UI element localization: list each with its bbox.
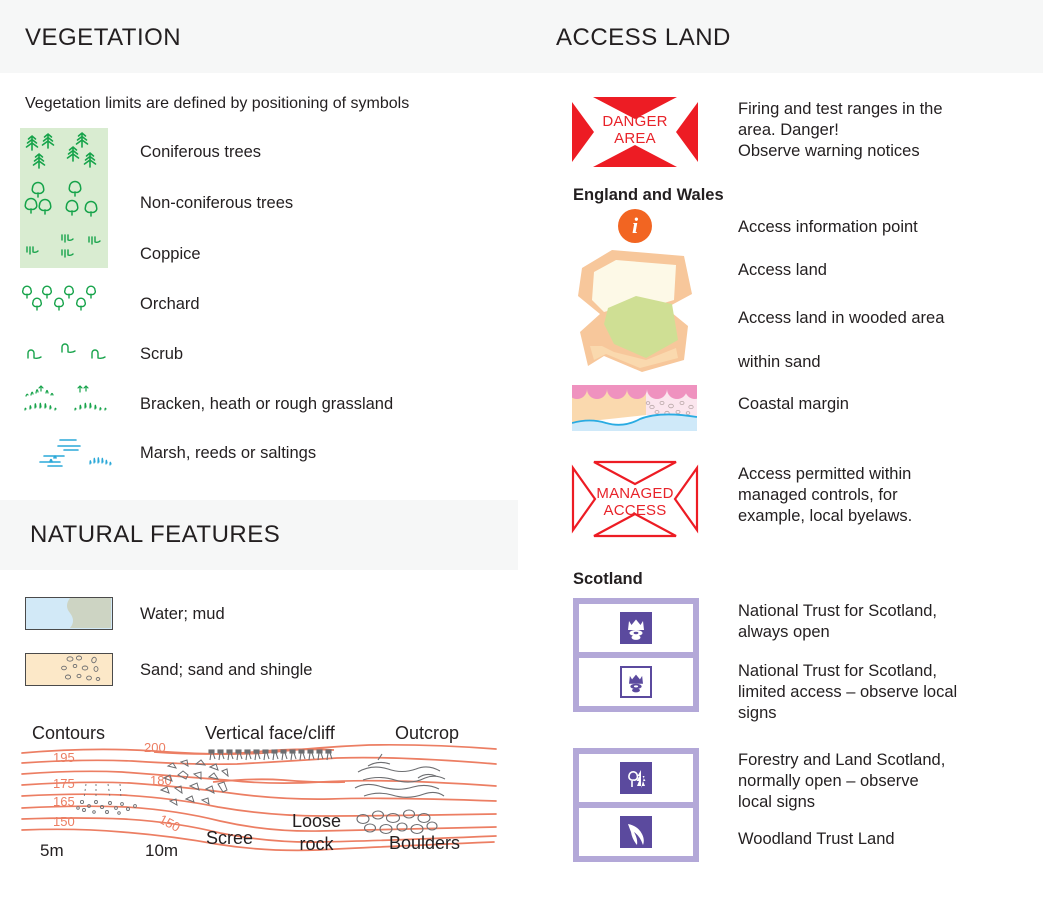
england-and-wales-heading: England and Wales bbox=[573, 186, 724, 204]
access-land-label: Access land bbox=[738, 261, 827, 279]
svg-text:195: 195 bbox=[53, 750, 75, 765]
vegetation-item-label-coniferous: Coniferous trees bbox=[140, 143, 262, 161]
access-land-wooded-label: Access land in wooded area bbox=[738, 309, 945, 327]
orchard-symbol bbox=[22, 285, 96, 311]
danger-area-symbol-line2: AREA bbox=[614, 130, 656, 147]
nts-limited-access-label: National Trust for Scotland, limited acc… bbox=[738, 662, 958, 722]
svg-text:150: 150 bbox=[157, 811, 183, 834]
contour-interval-10m: 10m bbox=[145, 841, 179, 860]
woodland-trust-badge bbox=[579, 808, 693, 856]
svg-text:175: 175 bbox=[53, 776, 75, 791]
managed-access-symbol bbox=[571, 460, 699, 538]
vegetation-item-label-bracken: Bracken, heath or rough grassland bbox=[140, 395, 394, 413]
managed-access-symbol-line2: ACCESS bbox=[603, 502, 667, 519]
vegetation-header-band bbox=[0, 0, 1043, 73]
vegetation-item-label-coppice: Coppice bbox=[140, 245, 201, 263]
bracken-symbol bbox=[24, 385, 107, 411]
forestry-land-scotland-label: Forestry and Land Scotland, normally ope… bbox=[738, 751, 946, 811]
access-information-point-label: Access information point bbox=[738, 218, 918, 236]
svg-text:150: 150 bbox=[53, 814, 75, 829]
vegetation-item-label-scrub: Scrub bbox=[140, 345, 184, 363]
contour-interval-5m: 5m bbox=[40, 841, 64, 860]
danger-area-label: Firing and test ranges in the area. Dang… bbox=[738, 100, 943, 160]
nts-badge-group bbox=[573, 598, 699, 712]
nts-limited-access-badge bbox=[579, 658, 693, 706]
forestry-trees-chip bbox=[620, 762, 652, 794]
natural-item-label-sand-shingle: Sand; sand and shingle bbox=[140, 661, 313, 679]
woodland-trust-leaf-chip bbox=[620, 816, 652, 848]
scrub-symbol bbox=[27, 343, 106, 360]
coastal-margin-label: Coastal margin bbox=[738, 395, 849, 413]
page-title-natural-features: NATURAL FEATURES bbox=[30, 521, 281, 548]
diagram-label-outcrop: Outcrop bbox=[395, 723, 460, 743]
scotland-heading: Scotland bbox=[573, 570, 643, 588]
woodland-trust-label: Woodland Trust Land bbox=[738, 830, 895, 848]
marsh-symbol bbox=[39, 439, 112, 467]
page-title-access-land: ACCESS LAND bbox=[556, 24, 731, 51]
svg-text:165: 165 bbox=[53, 794, 75, 809]
non-coniferous-trees-symbol bbox=[24, 180, 98, 217]
forestry-woodland-badge-group bbox=[573, 748, 699, 862]
coniferous-trees-symbol bbox=[25, 131, 97, 169]
managed-access-label: Access permitted within managed controls… bbox=[738, 465, 913, 525]
contours-relief-diagram: 200 195 180 175 165 150 150 bbox=[21, 740, 497, 852]
natural-item-label-water-mud: Water; mud bbox=[140, 605, 225, 623]
nts-crown-chip-outline bbox=[620, 666, 652, 698]
diagram-label-scree: Scree bbox=[206, 828, 254, 848]
sand-shingle-swatch bbox=[25, 653, 113, 686]
vegetation-limits-block bbox=[20, 128, 108, 268]
danger-area-symbol bbox=[572, 97, 698, 167]
diagram-label-cliff: Vertical face/cliff bbox=[205, 723, 335, 743]
vegetation-item-label-non-coniferous: Non-coniferous trees bbox=[140, 194, 294, 212]
natural-features-header-band bbox=[0, 500, 518, 570]
vegetation-item-label-orchard: Orchard bbox=[140, 295, 200, 313]
coastal-margin-symbol bbox=[572, 385, 697, 431]
managed-access-symbol-line1: MANAGED bbox=[596, 485, 674, 502]
access-information-point-icon: i bbox=[618, 209, 652, 243]
vegetation-intro-text: Vegetation limits are defined by positio… bbox=[25, 95, 410, 112]
coppice-symbol bbox=[26, 234, 101, 258]
diagram-label-loose-rock: Loose rock bbox=[292, 811, 342, 854]
nts-always-open-badge bbox=[579, 604, 693, 652]
info-glyph: i bbox=[631, 213, 639, 238]
forestry-land-scotland-badge bbox=[579, 754, 693, 802]
nts-crown-chip-filled bbox=[620, 612, 652, 644]
nts-always-open-label: National Trust for Scotland, always open bbox=[738, 602, 938, 641]
page-title-vegetation: VEGETATION bbox=[25, 24, 182, 51]
svg-text:200: 200 bbox=[144, 740, 166, 755]
access-land-area-symbol bbox=[578, 250, 692, 372]
diagram-label-contours: Contours bbox=[32, 723, 106, 743]
access-land-within-sand-label: within sand bbox=[738, 353, 821, 371]
danger-area-symbol-line1: DANGER bbox=[602, 113, 668, 130]
vegetation-item-label-marsh: Marsh, reeds or saltings bbox=[140, 444, 317, 462]
water-mud-swatch bbox=[25, 597, 113, 630]
diagram-label-boulders: Boulders bbox=[389, 833, 461, 853]
